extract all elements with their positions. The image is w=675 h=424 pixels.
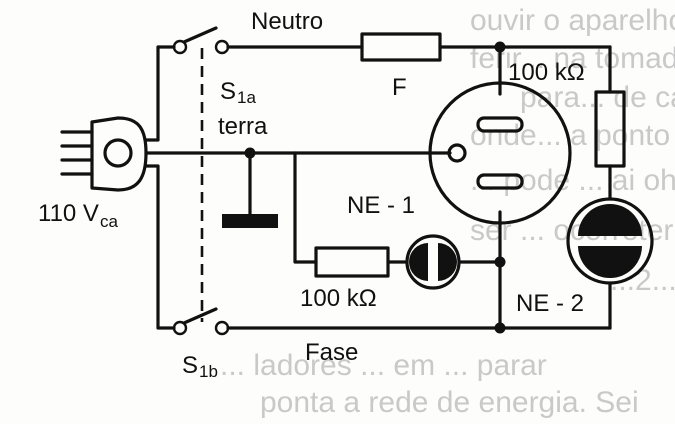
power-plug	[60, 116, 148, 192]
label-s1a: S1a	[220, 78, 256, 107]
junctions	[244, 41, 506, 334]
label-s1b-main: S	[182, 352, 198, 379]
ne2-electrode-top	[578, 204, 642, 236]
s1a-contact-left	[172, 39, 188, 55]
label-voltage-sub: ca	[100, 212, 119, 231]
label-s1b: S1b	[182, 352, 218, 381]
label-s1b-sub: 1b	[199, 362, 218, 381]
wires	[144, 45, 612, 330]
label-voltage-main: 110 V	[38, 200, 99, 227]
ne2-electrode-bottom	[578, 246, 642, 278]
label-resistor-bottom: 100 kΩ	[300, 285, 377, 312]
label-ne2: NE - 2	[516, 290, 584, 317]
s1b-blade	[182, 307, 218, 325]
outlet	[428, 81, 572, 225]
ne1-electrode-left	[409, 243, 428, 281]
label-phase: Fase	[305, 339, 358, 366]
fuse	[360, 32, 442, 62]
s1a-contact-right	[214, 39, 230, 55]
neon-lamp-ne1	[405, 234, 461, 290]
label-neutral: Neutro	[251, 8, 323, 35]
label-s1a-sub: 1a	[237, 88, 256, 107]
bleed-line-4: onde... a ponto e	[470, 119, 675, 152]
plug-body	[90, 116, 148, 192]
junction-ne1	[494, 256, 506, 268]
wire-plug-to-s1b	[144, 164, 176, 330]
label-voltage: 110 Vca	[38, 200, 118, 231]
s1b-contact-left	[172, 320, 188, 336]
wire-to-resistor-bottom	[293, 151, 318, 264]
bleed-line-9: ponta a rede de energia. Sei	[260, 386, 639, 419]
s1a-blade	[182, 26, 218, 44]
outlet-ground-hole	[447, 143, 467, 163]
junction-phase	[494, 322, 506, 334]
junction-ground	[244, 147, 256, 159]
label-fuse: F	[392, 74, 407, 101]
ne1-electrode-right	[438, 243, 457, 281]
ne2-bulb	[566, 197, 654, 285]
outlet-slot-bottom	[476, 173, 524, 190]
labels: Neutro F 100 kΩ S1a terra NE - 1 110 Vca…	[38, 8, 585, 381]
label-ground: terra	[218, 113, 268, 140]
bleed-line-5: ... pode ... ai ohms ...	[470, 164, 675, 197]
neon-lamp-ne2	[566, 197, 654, 285]
bleed-line-8: ... ladores ... em ... parar	[220, 349, 547, 382]
label-ne1: NE - 1	[347, 192, 415, 219]
bleed-line-1: ouvir o aparelho, ampere	[470, 4, 675, 37]
switch-s1b	[172, 307, 230, 336]
ne1-bulb	[405, 234, 461, 290]
outlet-body	[428, 81, 572, 225]
ground-symbol	[222, 214, 278, 228]
wire-plug-to-s1a	[144, 45, 176, 142]
resistor-top	[594, 90, 626, 168]
junction-neutral	[494, 41, 506, 53]
label-s1a-main: S	[220, 78, 236, 105]
switch-s1a	[172, 26, 230, 55]
label-resistor-top: 100 kΩ	[508, 59, 585, 86]
resistor-bottom	[314, 246, 390, 278]
s1b-contact-right	[214, 320, 230, 336]
outlet-slot-top	[476, 116, 524, 133]
plug-ground-hole	[103, 138, 133, 168]
